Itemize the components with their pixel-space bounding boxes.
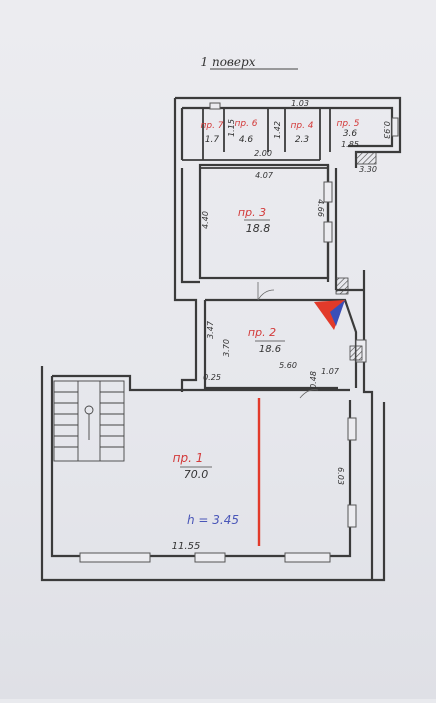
dim-3-70: 3.70 [222, 339, 231, 357]
dim-4-40: 4.40 [201, 211, 210, 229]
chimney-block-right [349, 345, 363, 361]
dim-0-93: 0.93 [382, 121, 391, 139]
dim-1-07: 1.07 [321, 367, 340, 376]
dim-2-00: 2.00 [254, 149, 272, 158]
dim-1-03: 1.03 [291, 99, 309, 108]
dim-5-60: 5.60 [279, 361, 297, 370]
dim-4-07: 4.07 [255, 171, 274, 180]
chimney-block-mid [335, 277, 349, 295]
dim-1-42: 1.42 [273, 121, 282, 139]
room-5-area: 3.6 [343, 129, 358, 139]
dim-3-47: 3.47 [206, 320, 215, 339]
room-2-label: пр. 2 [248, 326, 276, 339]
plan-title: 1 поверх [201, 55, 256, 69]
staircase [53, 380, 125, 462]
dim-11-55: 11.55 [172, 541, 201, 552]
room-6-area: 4.6 [239, 135, 254, 145]
partitions [182, 108, 331, 169]
dim-4-66: 4.66 [316, 199, 325, 217]
chimney-block-top [355, 151, 377, 165]
room-4-area: 2.3 [295, 135, 310, 145]
room-2-area: 18.6 [259, 344, 281, 355]
walls [40, 96, 402, 582]
room-7-area: 1.7 [205, 135, 220, 145]
room-6-label: пр. 6 [234, 119, 257, 129]
room-4-label: пр. 4 [290, 121, 313, 131]
dim-1-85: 1.85 [341, 140, 359, 149]
room-3-label: пр. 3 [238, 206, 266, 219]
room-7-label: пр. 7 [200, 121, 223, 131]
room-3-area: 18.8 [246, 222, 271, 235]
dim-3-30: 3.30 [359, 165, 377, 174]
dim-0-25: 0.25 [203, 373, 221, 382]
dim-1-15: 1.15 [227, 119, 236, 137]
doors [257, 282, 319, 399]
corner-marker [314, 300, 345, 330]
height-note: h = 3.45 [187, 513, 239, 527]
room-1-area: 70.0 [184, 468, 209, 481]
dim-6-03: 6.03 [336, 467, 345, 485]
room-5-label: пр. 5 [336, 119, 359, 129]
dim-0-48: 0.48 [309, 371, 318, 389]
room-1-label: пр. 1 [173, 451, 204, 465]
